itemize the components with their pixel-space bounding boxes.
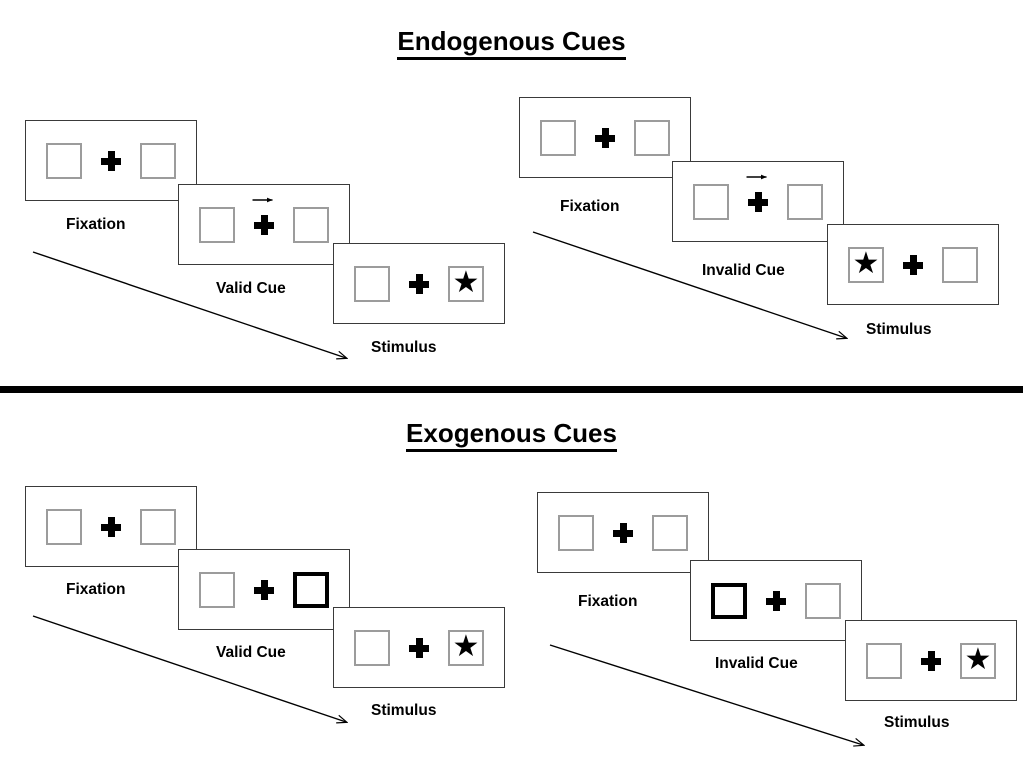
center-column	[249, 197, 279, 235]
fixation-cross-icon	[409, 273, 429, 294]
right-box: ★	[960, 642, 996, 679]
panel-endogenous-invalid-stimulus: ★	[827, 224, 999, 305]
fixation-cross-icon	[101, 150, 121, 171]
frame-content	[558, 514, 688, 551]
right-box: ★	[448, 629, 484, 666]
left-box	[199, 571, 235, 608]
label-exogenous-invalid-fixation: Fixation	[578, 593, 638, 610]
center-column	[743, 174, 773, 212]
section-title-endogenous-text: Endogenous Cues	[397, 26, 626, 60]
center-column	[898, 254, 928, 275]
fixation-cross-icon	[595, 127, 615, 148]
fixation-cross-icon	[921, 650, 941, 671]
frame-content	[46, 508, 176, 545]
label-endogenous-invalid-stimulus: Stimulus	[866, 321, 932, 338]
center-column	[96, 150, 126, 171]
center-column	[404, 273, 434, 294]
fixation-cross-icon	[254, 214, 274, 235]
center-column	[590, 127, 620, 148]
right-box	[140, 508, 176, 545]
star-icon: ★	[452, 629, 480, 663]
star-icon: ★	[852, 246, 880, 280]
panel-endogenous-valid-fixation	[25, 120, 197, 201]
section-title-endogenous: Endogenous Cues	[0, 26, 1023, 60]
center-column	[916, 650, 946, 671]
panel-exogenous-invalid-cue	[690, 560, 862, 641]
panel-exogenous-invalid-stimulus: ★	[845, 620, 1017, 701]
fixation-cross-icon	[748, 191, 768, 212]
exogenous-invalid-time-arrow-icon	[549, 644, 875, 758]
frame-content: ★	[354, 265, 484, 302]
frame-content: ★	[848, 246, 978, 283]
left-box	[558, 514, 594, 551]
endogenous-invalid-time-arrow-icon	[532, 231, 858, 351]
panel-endogenous-invalid-cue	[672, 161, 844, 242]
section-title-exogenous-text: Exogenous Cues	[406, 418, 617, 452]
left-box-cued	[711, 582, 747, 619]
left-box	[46, 508, 82, 545]
right-box-cued	[293, 571, 329, 608]
label-exogenous-valid-stimulus: Stimulus	[371, 702, 437, 719]
label-exogenous-valid-fixation: Fixation	[66, 581, 126, 598]
panel-exogenous-valid-stimulus: ★	[333, 607, 505, 688]
panel-endogenous-valid-stimulus: ★	[333, 243, 505, 324]
left-box	[540, 119, 576, 156]
left-box	[199, 206, 235, 243]
right-box	[140, 142, 176, 179]
section-divider	[0, 386, 1023, 393]
star-icon: ★	[452, 265, 480, 299]
right-box	[942, 246, 978, 283]
right-box	[634, 119, 670, 156]
center-column	[249, 579, 279, 600]
frame-content: ★	[866, 642, 996, 679]
fixation-cross-icon	[903, 254, 923, 275]
label-endogenous-valid-fixation: Fixation	[66, 216, 126, 233]
left-box	[693, 183, 729, 220]
frame-content: ★	[354, 629, 484, 666]
cue-arrow-right-icon	[252, 197, 273, 202]
label-exogenous-valid-cue: Valid Cue	[216, 644, 286, 661]
frame-content	[46, 142, 176, 179]
center-column	[608, 522, 638, 543]
panel-endogenous-valid-cue	[178, 184, 350, 265]
label-endogenous-invalid-cue: Invalid Cue	[702, 262, 785, 279]
left-box: ★	[848, 246, 884, 283]
fixation-cross-icon	[254, 579, 274, 600]
center-column	[761, 590, 791, 611]
label-exogenous-invalid-cue: Invalid Cue	[715, 655, 798, 672]
frame-content	[199, 571, 329, 608]
frame-content	[199, 197, 329, 243]
frame-content	[711, 582, 841, 619]
panel-exogenous-valid-cue	[178, 549, 350, 630]
left-box	[354, 265, 390, 302]
left-box	[46, 142, 82, 179]
fixation-cross-icon	[766, 590, 786, 611]
right-box	[652, 514, 688, 551]
fixation-cross-icon	[409, 637, 429, 658]
cue-arrow-right-icon	[746, 174, 767, 179]
label-endogenous-valid-stimulus: Stimulus	[371, 339, 437, 356]
fixation-cross-icon	[613, 522, 633, 543]
right-box	[805, 582, 841, 619]
right-box	[787, 183, 823, 220]
label-exogenous-invalid-stimulus: Stimulus	[884, 714, 950, 731]
fixation-cross-icon	[101, 516, 121, 537]
label-endogenous-valid-cue: Valid Cue	[216, 280, 286, 297]
right-box: ★	[448, 265, 484, 302]
right-box	[293, 206, 329, 243]
frame-content	[693, 174, 823, 220]
panel-exogenous-invalid-fixation	[537, 492, 709, 573]
frame-content	[540, 119, 670, 156]
section-title-exogenous: Exogenous Cues	[0, 418, 1023, 452]
star-icon: ★	[964, 642, 992, 676]
center-column	[96, 516, 126, 537]
left-box	[354, 629, 390, 666]
center-column	[404, 637, 434, 658]
panel-endogenous-invalid-fixation	[519, 97, 691, 178]
left-box	[866, 642, 902, 679]
panel-exogenous-valid-fixation	[25, 486, 197, 567]
label-endogenous-invalid-fixation: Fixation	[560, 198, 620, 215]
